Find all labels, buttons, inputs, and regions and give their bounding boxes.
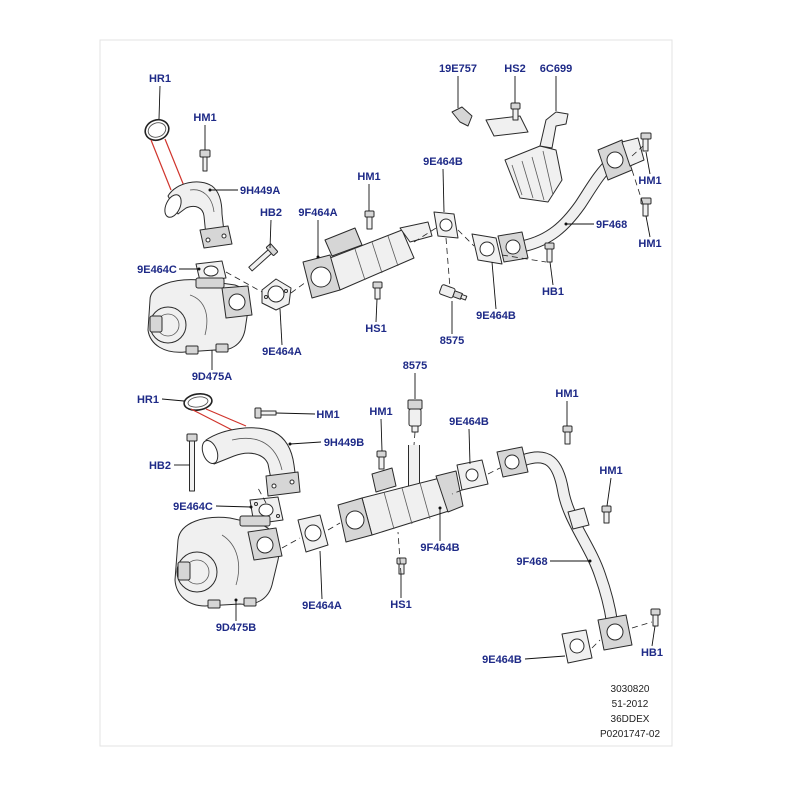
- bolt: [640, 197, 652, 217]
- o-ring: [183, 393, 213, 411]
- elbow-pipe: [201, 427, 301, 497]
- bolt: [396, 557, 407, 575]
- bolt: [199, 149, 211, 172]
- gasket: [456, 459, 489, 491]
- gasket: [433, 211, 459, 239]
- part-callout: HM1: [369, 406, 392, 418]
- upper-assembly: HR1 HM1 9H449A HB2 9E464C 9F464A HM1 9E4…: [137, 63, 662, 383]
- bolt: [376, 450, 387, 470]
- part-callout: 19E757: [439, 63, 477, 75]
- part-callout: 9E464B: [476, 310, 516, 322]
- clip: [451, 106, 529, 137]
- part-callout: 9H449B: [324, 437, 364, 449]
- part-callout: HM1: [316, 409, 339, 421]
- diagram-frame: [99, 39, 673, 747]
- part-callout: 9E464C: [173, 501, 213, 513]
- bolt: [372, 281, 383, 300]
- part-callout: 9F468: [596, 219, 627, 231]
- bolt: [562, 425, 573, 445]
- part-callout: HR1: [137, 394, 159, 406]
- sensor: [407, 399, 423, 433]
- part-callout: 9E464B: [423, 156, 463, 168]
- footer-line: 3030820: [611, 684, 650, 695]
- footer-line: 51-2012: [612, 699, 649, 710]
- part-callout: HS2: [504, 63, 525, 75]
- elbow-pipe: [164, 181, 233, 249]
- part-callout: 9E464A: [262, 346, 302, 358]
- part-callout: HM1: [638, 175, 661, 187]
- leader-lines: [158, 76, 651, 370]
- part-callout: HB2: [260, 207, 282, 219]
- part-callout: 9E464C: [137, 264, 177, 276]
- ring-guide-line: [190, 408, 237, 433]
- leader-lines: [161, 373, 656, 660]
- part-callout: 9F468: [516, 556, 547, 568]
- bolt: [364, 210, 375, 230]
- part-callout: HB1: [542, 286, 564, 298]
- bolt: [601, 505, 612, 524]
- pipe: [496, 446, 633, 651]
- bolt: [248, 243, 278, 272]
- part-callout: 9E464B: [449, 416, 489, 428]
- footer-line: P0201747-02: [600, 729, 660, 740]
- part-callout: 9E464A: [302, 600, 342, 612]
- o-ring: [144, 118, 170, 142]
- part-callout: 6C699: [540, 63, 572, 75]
- valve-assembly: [147, 277, 253, 355]
- part-callout: HR1: [149, 73, 171, 85]
- gasket: [297, 514, 329, 553]
- bolt: [544, 242, 555, 263]
- alignment-lines: [257, 431, 653, 649]
- part-callout: HM1: [599, 465, 622, 477]
- part-callout: HM1: [638, 238, 661, 250]
- bolt: [640, 132, 652, 152]
- cooler: [337, 445, 464, 543]
- part-callout: HM1: [193, 112, 216, 124]
- valve-assembly: [174, 515, 283, 609]
- lower-assembly: 8575 HR1 HM1 HM1 HM1 9H449B 9E464B HB2 H…: [137, 360, 663, 666]
- part-callout: HM1: [555, 388, 578, 400]
- part-callout: 8575: [440, 335, 464, 347]
- part-callout: HB2: [149, 460, 171, 472]
- drawing-footer: 3030820 51-2012 36DDEX P0201747-02: [600, 684, 660, 740]
- part-callout: 9D475B: [216, 622, 256, 634]
- bolt: [254, 407, 277, 419]
- part-callout: 9D475A: [192, 371, 232, 383]
- heat-shield: [504, 111, 569, 203]
- ring-guide-line: [150, 139, 172, 191]
- gasket: [261, 278, 292, 311]
- sensor: [439, 284, 468, 301]
- gasket: [195, 260, 227, 282]
- gasket: [471, 233, 503, 265]
- part-callout: HS1: [365, 323, 386, 335]
- part-callout: HM1: [357, 171, 380, 183]
- part-callout: 9E464B: [482, 654, 522, 666]
- part-callout: HB1: [641, 647, 663, 659]
- part-callout: HS1: [390, 599, 411, 611]
- ring-guide-line: [205, 408, 247, 427]
- bolt: [650, 608, 661, 627]
- part-callout: 9F464B: [420, 542, 459, 554]
- part-callout: 9F464A: [298, 207, 337, 219]
- alignment-lines: [225, 145, 644, 294]
- part-callout: 8575: [403, 360, 427, 372]
- gasket: [561, 629, 593, 664]
- part-callout: 9H449A: [240, 185, 280, 197]
- bolt: [510, 102, 521, 121]
- ring-guide-line: [164, 138, 185, 187]
- bolt: [186, 433, 198, 492]
- footer-line: 36DDEX: [611, 714, 650, 725]
- cooler: [302, 221, 433, 299]
